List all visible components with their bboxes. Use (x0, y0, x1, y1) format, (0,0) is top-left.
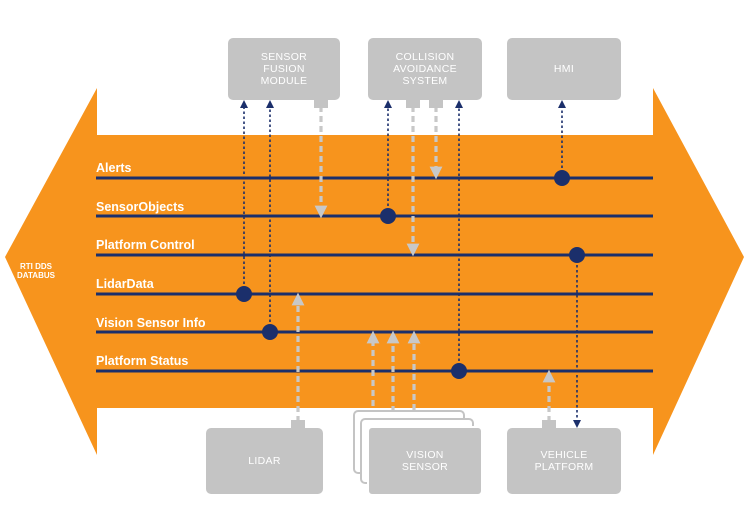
lidar-node[interactable]: LIDAR (206, 428, 323, 494)
channel-label-platform-status: Platform Status (96, 354, 189, 368)
subscription-dot-platform-status (451, 363, 467, 379)
subscription-dot-vision-sensor-info (262, 324, 278, 340)
sensor-fusion-module-node[interactable]: SENSOR FUSION MODULE (228, 38, 340, 100)
databus-arrow (5, 88, 744, 455)
channel-label-vision-sensor-info: Vision Sensor Info (96, 316, 206, 330)
channel-label-lidar-data: LidarData (96, 277, 154, 291)
databus-label: RTI DDS DATABUS (17, 262, 55, 280)
channel-label-alerts: Alerts (96, 161, 132, 175)
subscription-dot-sensor-objects (380, 208, 396, 224)
subscription-dot-platform-control (569, 247, 585, 263)
connector-sensor-fusion-tab (314, 100, 328, 108)
connector-collision-tab-1 (406, 100, 420, 108)
collision-avoidance-system-node[interactable]: COLLISION AVOIDANCE SYSTEM (368, 38, 482, 100)
connector-collision-tab-2 (429, 100, 443, 108)
hmi-node[interactable]: HMI (507, 38, 621, 100)
subscription-dot-alerts (554, 170, 570, 186)
connector-lidar-tab (291, 420, 305, 428)
vision-sensor-node[interactable]: VISION SENSOR (367, 426, 483, 496)
subscription-dot-lidar-data (236, 286, 252, 302)
channel-label-platform-control: Platform Control (96, 238, 195, 252)
channel-label-sensor-objects: SensorObjects (96, 200, 185, 214)
connector-vehicle-tab (542, 420, 556, 428)
vehicle-platform-node[interactable]: VEHICLE PLATFORM (507, 428, 621, 494)
